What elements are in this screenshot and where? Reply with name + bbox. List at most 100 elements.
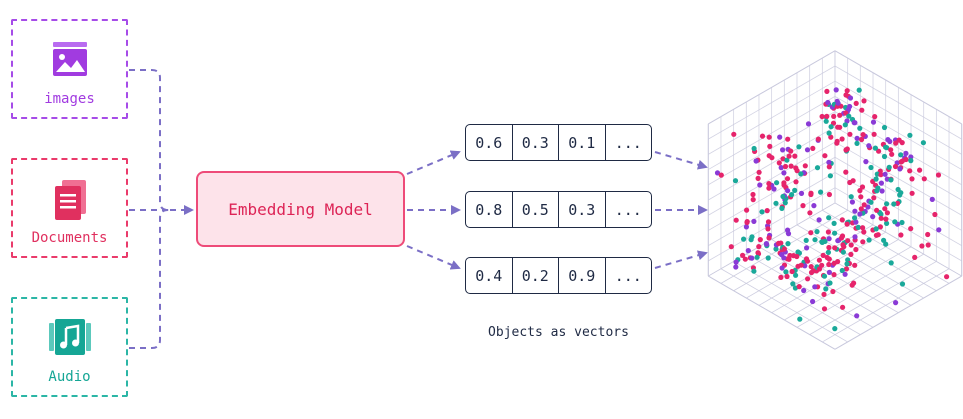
space-point	[750, 191, 756, 198]
space-point	[757, 237, 763, 243]
space-point	[804, 245, 810, 251]
grid-line	[708, 50, 836, 125]
space-point	[759, 133, 766, 139]
source-label: Documents	[31, 230, 108, 246]
space-point	[879, 188, 885, 194]
space-point	[819, 262, 825, 268]
space-point	[776, 160, 782, 166]
space-point	[773, 246, 779, 252]
space-point	[833, 87, 839, 93]
space-point	[881, 124, 888, 131]
space-point	[766, 235, 772, 241]
space-point	[766, 185, 772, 191]
space-point	[907, 168, 913, 174]
space-point	[877, 224, 884, 230]
space-point	[825, 249, 832, 255]
space-point	[831, 220, 837, 226]
space-point	[826, 130, 832, 136]
space-point	[810, 145, 816, 151]
source-label: Audio	[48, 369, 91, 385]
space-point	[840, 249, 847, 255]
arrow-model-vec2	[406, 245, 461, 270]
space-point	[853, 219, 859, 225]
space-point	[897, 192, 903, 198]
space-point	[766, 134, 772, 140]
space-point	[805, 121, 812, 127]
space-point	[808, 264, 814, 270]
space-point	[848, 194, 854, 200]
space-point	[753, 158, 759, 164]
space-point	[893, 140, 899, 146]
vector-row: 0.6 0.3 0.1 ...	[465, 124, 652, 161]
space-point	[854, 135, 860, 141]
space-point	[816, 257, 823, 263]
space-point	[932, 211, 938, 218]
space-point	[828, 124, 834, 130]
space-point	[849, 199, 856, 205]
space-point	[784, 157, 790, 163]
space-point	[767, 143, 773, 149]
space-point	[831, 113, 837, 119]
space-point	[824, 254, 830, 261]
grid-line	[834, 96, 962, 170]
grid-line	[708, 80, 836, 155]
space-point	[878, 215, 884, 221]
space-point	[821, 291, 827, 297]
grid-line	[834, 50, 962, 125]
space-point	[835, 238, 841, 244]
space-point	[917, 167, 923, 173]
space-point	[744, 219, 750, 226]
space-point	[714, 170, 721, 176]
space-point	[868, 164, 874, 171]
source-connectors	[129, 69, 194, 349]
space-point	[774, 180, 780, 186]
space-point	[777, 134, 783, 140]
space-point	[751, 145, 757, 152]
space-point	[838, 235, 845, 241]
space-point	[831, 260, 837, 266]
space-point	[881, 237, 887, 243]
space-point	[745, 248, 751, 254]
space-point	[785, 241, 791, 247]
space-point	[765, 219, 772, 225]
grid-line	[758, 246, 886, 321]
space-point	[802, 163, 808, 169]
arrow-model-vec0	[406, 150, 461, 175]
arrow-vec0-space	[654, 151, 708, 170]
space-point	[907, 132, 913, 138]
grid-line	[834, 65, 962, 140]
space-point	[778, 240, 784, 246]
space-point	[733, 259, 739, 265]
space-point	[882, 206, 888, 212]
space-point	[790, 281, 796, 287]
space-point	[899, 281, 906, 287]
space-point	[884, 220, 890, 226]
space-point	[780, 193, 786, 200]
grid-line	[784, 246, 912, 321]
space-point	[887, 138, 893, 145]
grid-line	[708, 65, 836, 140]
cube-points	[714, 87, 950, 332]
vector-cell: 0.1	[558, 125, 605, 160]
space-point	[863, 159, 869, 165]
space-point	[898, 152, 904, 158]
space-point	[824, 113, 830, 119]
space-point	[788, 148, 794, 154]
vector-cell: 0.3	[511, 125, 559, 160]
space-point	[847, 179, 853, 186]
space-point	[919, 243, 925, 249]
space-point	[818, 189, 824, 195]
space-point	[804, 147, 811, 153]
space-point	[883, 241, 889, 247]
space-point	[826, 215, 832, 221]
space-point	[839, 267, 845, 274]
space-point	[784, 176, 791, 182]
space-point	[794, 253, 800, 260]
space-point	[859, 136, 865, 143]
space-point	[822, 153, 828, 159]
space-point	[831, 272, 837, 278]
space-point	[779, 265, 785, 271]
space-point	[859, 107, 865, 113]
space-point	[888, 177, 894, 183]
space-point	[782, 163, 789, 170]
